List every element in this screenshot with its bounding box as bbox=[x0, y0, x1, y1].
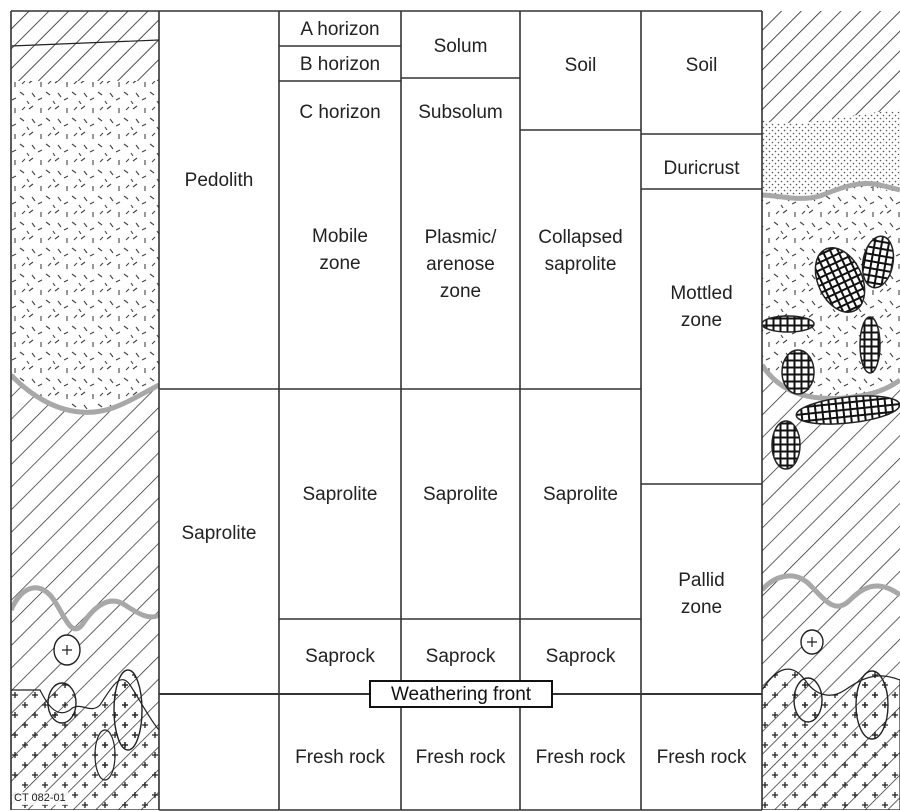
saprolite-regolith-label: Saprolite bbox=[181, 522, 257, 544]
pedolith-label: Pedolith bbox=[184, 169, 254, 191]
soil-saprolite-column-label: Soil bbox=[564, 54, 597, 76]
collapsed-saprolite-label: Collapsed saprolite bbox=[538, 227, 623, 275]
solum-label: Solum bbox=[433, 35, 488, 57]
pallid-zone-label: Pallid zone bbox=[678, 570, 725, 618]
saprolite-horizon-label: Saprolite bbox=[302, 483, 378, 505]
mottled-zone-label: Mottled zone bbox=[670, 283, 733, 331]
c-horizon-label: C horizon bbox=[299, 101, 381, 123]
fresh-rock-lateritic-label: Fresh rock bbox=[656, 746, 747, 768]
saprock-solum-label: Saprock bbox=[425, 645, 496, 667]
b-horizon-label: B horizon bbox=[299, 53, 381, 75]
mobile-zone-label: Mobile zone bbox=[312, 226, 368, 274]
fresh-rock-solum-label: Fresh rock bbox=[415, 746, 506, 768]
fresh-rock-horizon-label: Fresh rock bbox=[295, 746, 385, 768]
subsolum-label: Subsolum bbox=[418, 101, 503, 123]
plasmic-zone-label: Plasmic/ arenose zone bbox=[424, 226, 497, 302]
saprolite-profile-label: Saprolite bbox=[543, 483, 618, 505]
right-profile-illustration bbox=[762, 11, 900, 810]
saprock-profile-label: Saprock bbox=[545, 645, 616, 667]
table-grid bbox=[10, 10, 763, 811]
saprock-horizon-label: Saprock bbox=[305, 645, 375, 667]
left-profile-illustration bbox=[11, 11, 159, 810]
figure-code: CT 082-01 bbox=[12, 792, 68, 805]
soil-lateritic-label: Soil bbox=[685, 54, 718, 76]
saprolite-solum-label: Saprolite bbox=[423, 483, 498, 505]
a-horizon-label: A horizon bbox=[300, 18, 380, 40]
fresh-rock-profile-label: Fresh rock bbox=[535, 746, 626, 768]
duricrust-label: Duricrust bbox=[663, 157, 740, 179]
weathering-front-label: Weathering front bbox=[369, 680, 553, 708]
